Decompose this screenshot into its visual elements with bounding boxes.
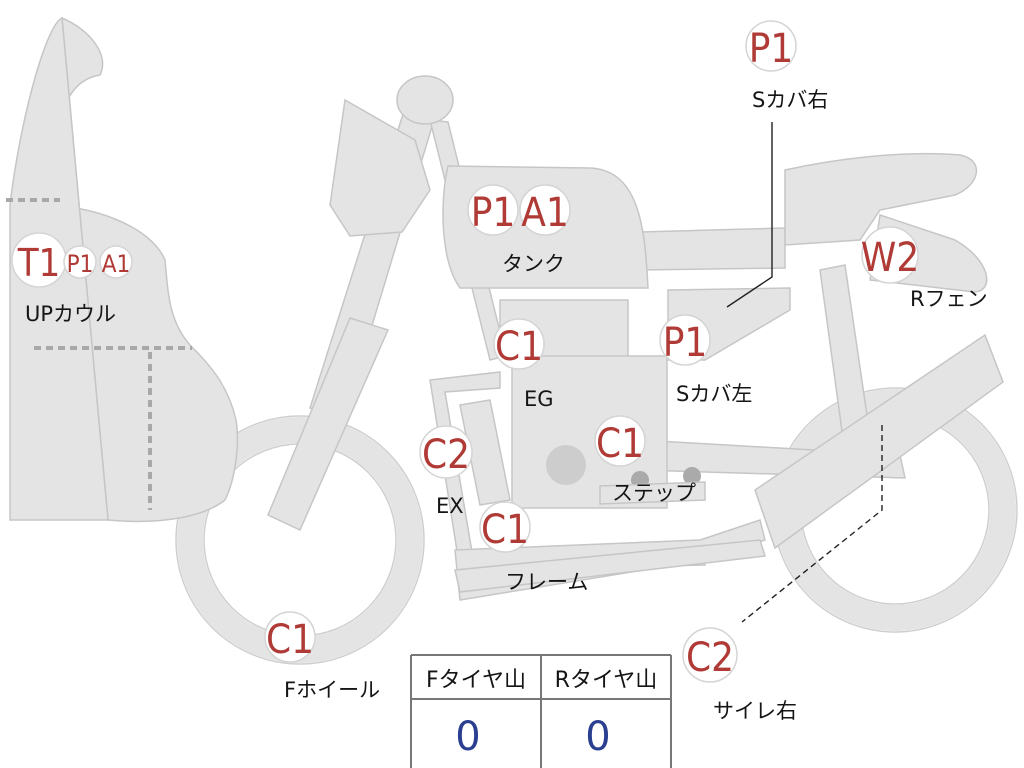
leader-lines (726, 122, 883, 623)
code-badge-up-cowl-a1: A1 (99, 245, 133, 279)
svg-text:A1: A1 (102, 250, 131, 278)
code-badge-silencer-right-c2: C2 (682, 627, 738, 683)
svg-text:C1: C1 (266, 617, 314, 663)
code-badge-side-cover-right-p1: P1 (745, 20, 797, 72)
code-badge-rear-fender-w2: W2 (861, 226, 919, 284)
code-badge-exhaust-c2: C2 (419, 425, 473, 479)
code-badge-step-c1: C1 (594, 415, 646, 467)
code-badge-frame-c1: C1 (479, 501, 531, 553)
code-badge-front-wheel-c1: C1 (264, 611, 316, 663)
svg-text:P1: P1 (749, 26, 794, 72)
label-rear-fender: Rフェン (910, 287, 988, 311)
code-badge-engine-c1: C1 (493, 318, 545, 370)
label-up-cowl: UPカウル (25, 302, 116, 326)
label-frame: フレーム (505, 570, 588, 594)
code-badge-up-cowl-p1: P1 (63, 245, 97, 279)
up-cowl-shape (40, 16, 239, 523)
bike-silhouette (6, 16, 1018, 665)
label-side-cover-left: Sカバ左 (676, 382, 752, 406)
svg-text:W2: W2 (861, 235, 919, 281)
code-badge-up-cowl-t1: T1 (11, 232, 67, 288)
tire-tread-table: Fタイヤ山 Rタイヤ山 0 0 (410, 654, 672, 768)
rear-tire-header: Rタイヤ山 (555, 668, 658, 693)
svg-text:P1: P1 (471, 190, 516, 236)
rear-tire-value: 0 (585, 714, 610, 760)
svg-text:C2: C2 (686, 635, 734, 681)
svg-text:P1: P1 (67, 250, 94, 278)
svg-text:P1: P1 (663, 320, 708, 366)
svg-text:C1: C1 (495, 324, 543, 370)
svg-text:C1: C1 (481, 507, 529, 553)
rear-seat-shape (784, 152, 978, 246)
label-silencer-right: サイレ右 (713, 699, 797, 723)
svg-text:A1: A1 (521, 190, 569, 236)
label-tank: タンク (502, 252, 565, 276)
label-side-cover-right: Sカバ右 (752, 88, 828, 112)
code-badge-side-cover-left-p1: P1 (659, 314, 711, 366)
label-step: ステップ (612, 481, 696, 505)
label-engine: EG (524, 387, 554, 411)
front-tire-value: 0 (455, 714, 480, 760)
front-tire-header: Fタイヤ山 (426, 668, 526, 693)
code-badge-tank-a1: A1 (519, 184, 571, 236)
step-shape (599, 481, 706, 505)
label-front-wheel: Fホイール (284, 678, 380, 702)
svg-text:T1: T1 (17, 241, 61, 285)
svg-text:C2: C2 (422, 432, 470, 478)
label-exhaust: EX (436, 494, 464, 518)
svg-text:C1: C1 (596, 421, 644, 467)
code-badge-tank-p1: P1 (467, 184, 519, 236)
silencer-shape (754, 333, 1004, 550)
